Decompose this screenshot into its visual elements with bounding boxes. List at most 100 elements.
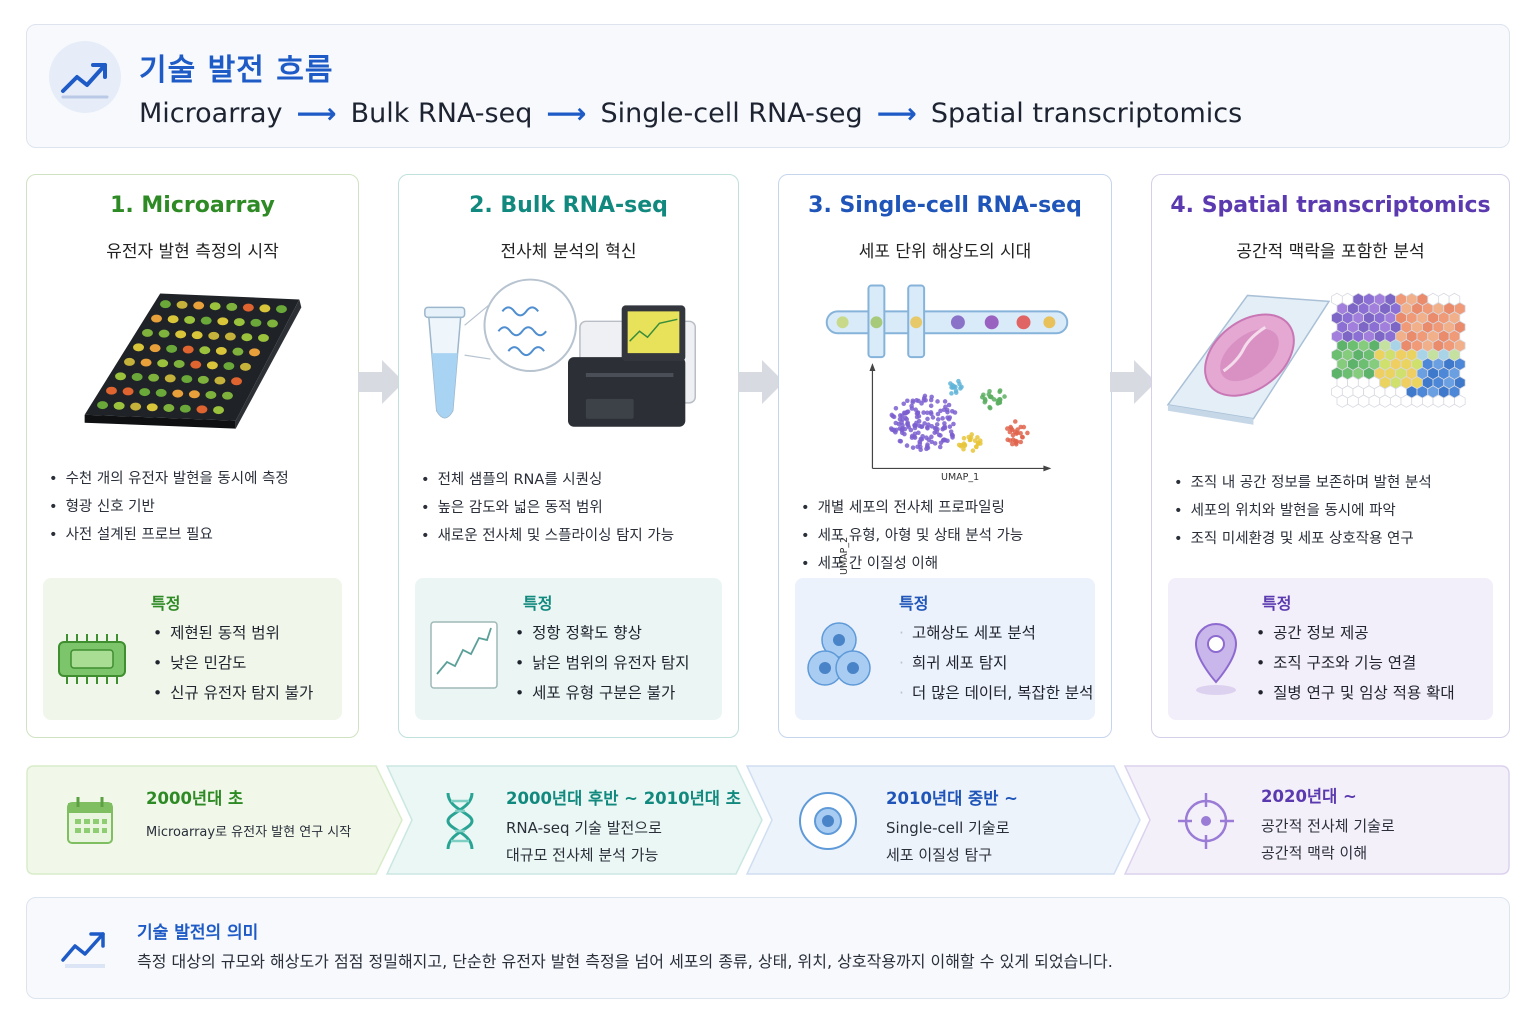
umap-point (978, 438, 983, 443)
card-bullets: 조직 내 공간 정보를 보존하며 발현 분석 세포의 위치와 발현을 동시에 파… (1174, 469, 1499, 553)
feature-title: 특정 (899, 594, 929, 613)
umap-point (892, 428, 897, 434)
card-spatial: 4. Spatial transcriptomics 공간적 맥락을 포함한 분… (1151, 174, 1510, 738)
card-single-cell: 3. Single-cell RNA-seq 세포 단위 해상도의 시대 UMA… (778, 174, 1112, 738)
array-spot (190, 360, 202, 369)
umap-point (904, 417, 910, 422)
sequencer-illustration (424, 278, 696, 427)
umap-point (935, 399, 940, 404)
umap-point (929, 439, 934, 445)
timeline-item-2000s-late: 2000년대 후반 ~ 2010년대 초 RNA-seq 기술 발전으로 대규모… (386, 765, 764, 875)
umap-point (1007, 438, 1013, 443)
spatial-spot (1400, 394, 1413, 408)
header-panel: 기술 발전 흐름 Microarray ⟶ Bulk RNA-seq ⟶ Sin… (26, 24, 1510, 148)
umap-point (893, 406, 899, 411)
array-spot (191, 331, 203, 340)
feature-list: 제현된 동적 범위 낮은 민감도 신규 유전자 탐지 불가 (153, 618, 313, 708)
array-spot (131, 373, 143, 381)
umap-point (925, 416, 930, 422)
step-arrow-icon (358, 360, 404, 404)
flow-step-singlecell: Single-cell RNA-seg (600, 98, 863, 129)
umap-point (924, 435, 929, 441)
umap-point (905, 398, 910, 404)
umap-point (969, 432, 975, 437)
bullet-item: 사전 설계된 프로브 필요 (49, 521, 348, 549)
microfluidic-umap-illustration (825, 284, 1069, 472)
umap-point (897, 413, 903, 418)
array-spot (142, 328, 153, 337)
array-spot (151, 314, 162, 323)
umap-point (918, 447, 923, 453)
tissue-slide-illustration (1166, 292, 1466, 425)
spatial-spot (1411, 394, 1423, 408)
array-spot (199, 346, 211, 355)
umap-point (917, 423, 922, 429)
timeline-date: 2010년대 중반 ~ (886, 789, 1018, 808)
card-bullets: 개별 세포의 전사체 프로파일링 세포 유형, 아형 및 상태 분석 가능 세포… (801, 494, 1101, 578)
spatial-spot (1357, 394, 1370, 408)
array-spot (182, 345, 194, 354)
umap-point (910, 398, 916, 404)
array-spot (223, 362, 235, 371)
feature-list: 정항 정확도 향상 낡은 범위의 유전자 탐지 세포 유형 구분은 불가 (515, 618, 689, 708)
umap-point (951, 421, 956, 427)
array-spot (115, 372, 127, 381)
array-spot (122, 387, 134, 396)
timeline-desc: RNA-seq 기술 발전으로 대규모 전사체 분석 가능 (506, 815, 662, 869)
umap-point (947, 415, 953, 420)
location-pin-icon (1194, 622, 1238, 695)
timeline-desc: Single-cell 기술로 세포 이질성 탐구 (886, 815, 1010, 869)
bullet-item: 세포 유형, 아형 및 상태 분석 가능 (801, 522, 1101, 550)
umap-point (929, 434, 934, 440)
umap-point (987, 389, 992, 394)
footer-panel: 기술 발전의 의미 측정 대상의 규모와 해상도가 점점 정밀해지고, 단순한 … (26, 897, 1510, 999)
umap-point (947, 424, 953, 429)
feature-item: 낮은 민감도 (153, 648, 313, 678)
array-spot (166, 344, 178, 353)
umap-point (1025, 430, 1030, 436)
array-spot (139, 388, 151, 397)
array-spot (196, 405, 208, 414)
umap-x-label: UMAP_1 (941, 472, 980, 483)
umap-point (970, 448, 976, 453)
spatial-spot (1443, 394, 1455, 408)
bullet-item: 세포의 위치와 발현을 동시에 파악 (1174, 497, 1499, 525)
flow-step-bulk: Bulk RNA-seq (350, 98, 533, 129)
spatial-spot (1454, 394, 1466, 408)
card-title: 1. Microarray (110, 193, 275, 218)
array-spot (197, 375, 209, 384)
array-spot (163, 404, 175, 412)
feature-item: 낡은 범위의 유전자 탐지 (515, 648, 689, 678)
flow-step-spatial: Spatial transcriptomics (930, 98, 1243, 129)
array-spot (205, 391, 217, 399)
array-spot (258, 333, 269, 342)
array-spot (175, 330, 187, 339)
array-spot (242, 303, 254, 312)
umap-point (959, 384, 964, 390)
array-spot (113, 401, 125, 410)
cell-icon (799, 792, 857, 850)
umap-point (997, 400, 1003, 405)
feature-item: 제현된 동적 범위 (153, 618, 313, 648)
array-spot (164, 374, 176, 383)
page-title: 기술 발전 흐름 (139, 53, 334, 88)
umap-point (925, 410, 930, 416)
umap-point (938, 408, 943, 414)
array-spot (130, 402, 142, 411)
bullet-item: 형광 신호 기반 (49, 493, 348, 521)
feature-item: 고해상도 세포 분석 (899, 618, 1093, 648)
crosshair-icon (1178, 793, 1234, 849)
umap-point (918, 436, 924, 442)
timeline-desc-line: 공간적 전사체 기술로 (1261, 817, 1395, 835)
umap-point (914, 414, 920, 420)
array-spot (193, 301, 205, 310)
umap-point (1010, 441, 1015, 447)
timeline-desc: 공간적 전사체 기술로 공간적 맥락 이해 (1261, 813, 1395, 867)
array-spot (149, 344, 161, 353)
umap-point (928, 403, 934, 409)
step-arrow-icon (1110, 360, 1156, 404)
umap-point (922, 421, 927, 426)
flow-arrow-icon: ⟶ (296, 97, 337, 130)
array-spot (214, 376, 226, 385)
array-spot (124, 357, 135, 366)
